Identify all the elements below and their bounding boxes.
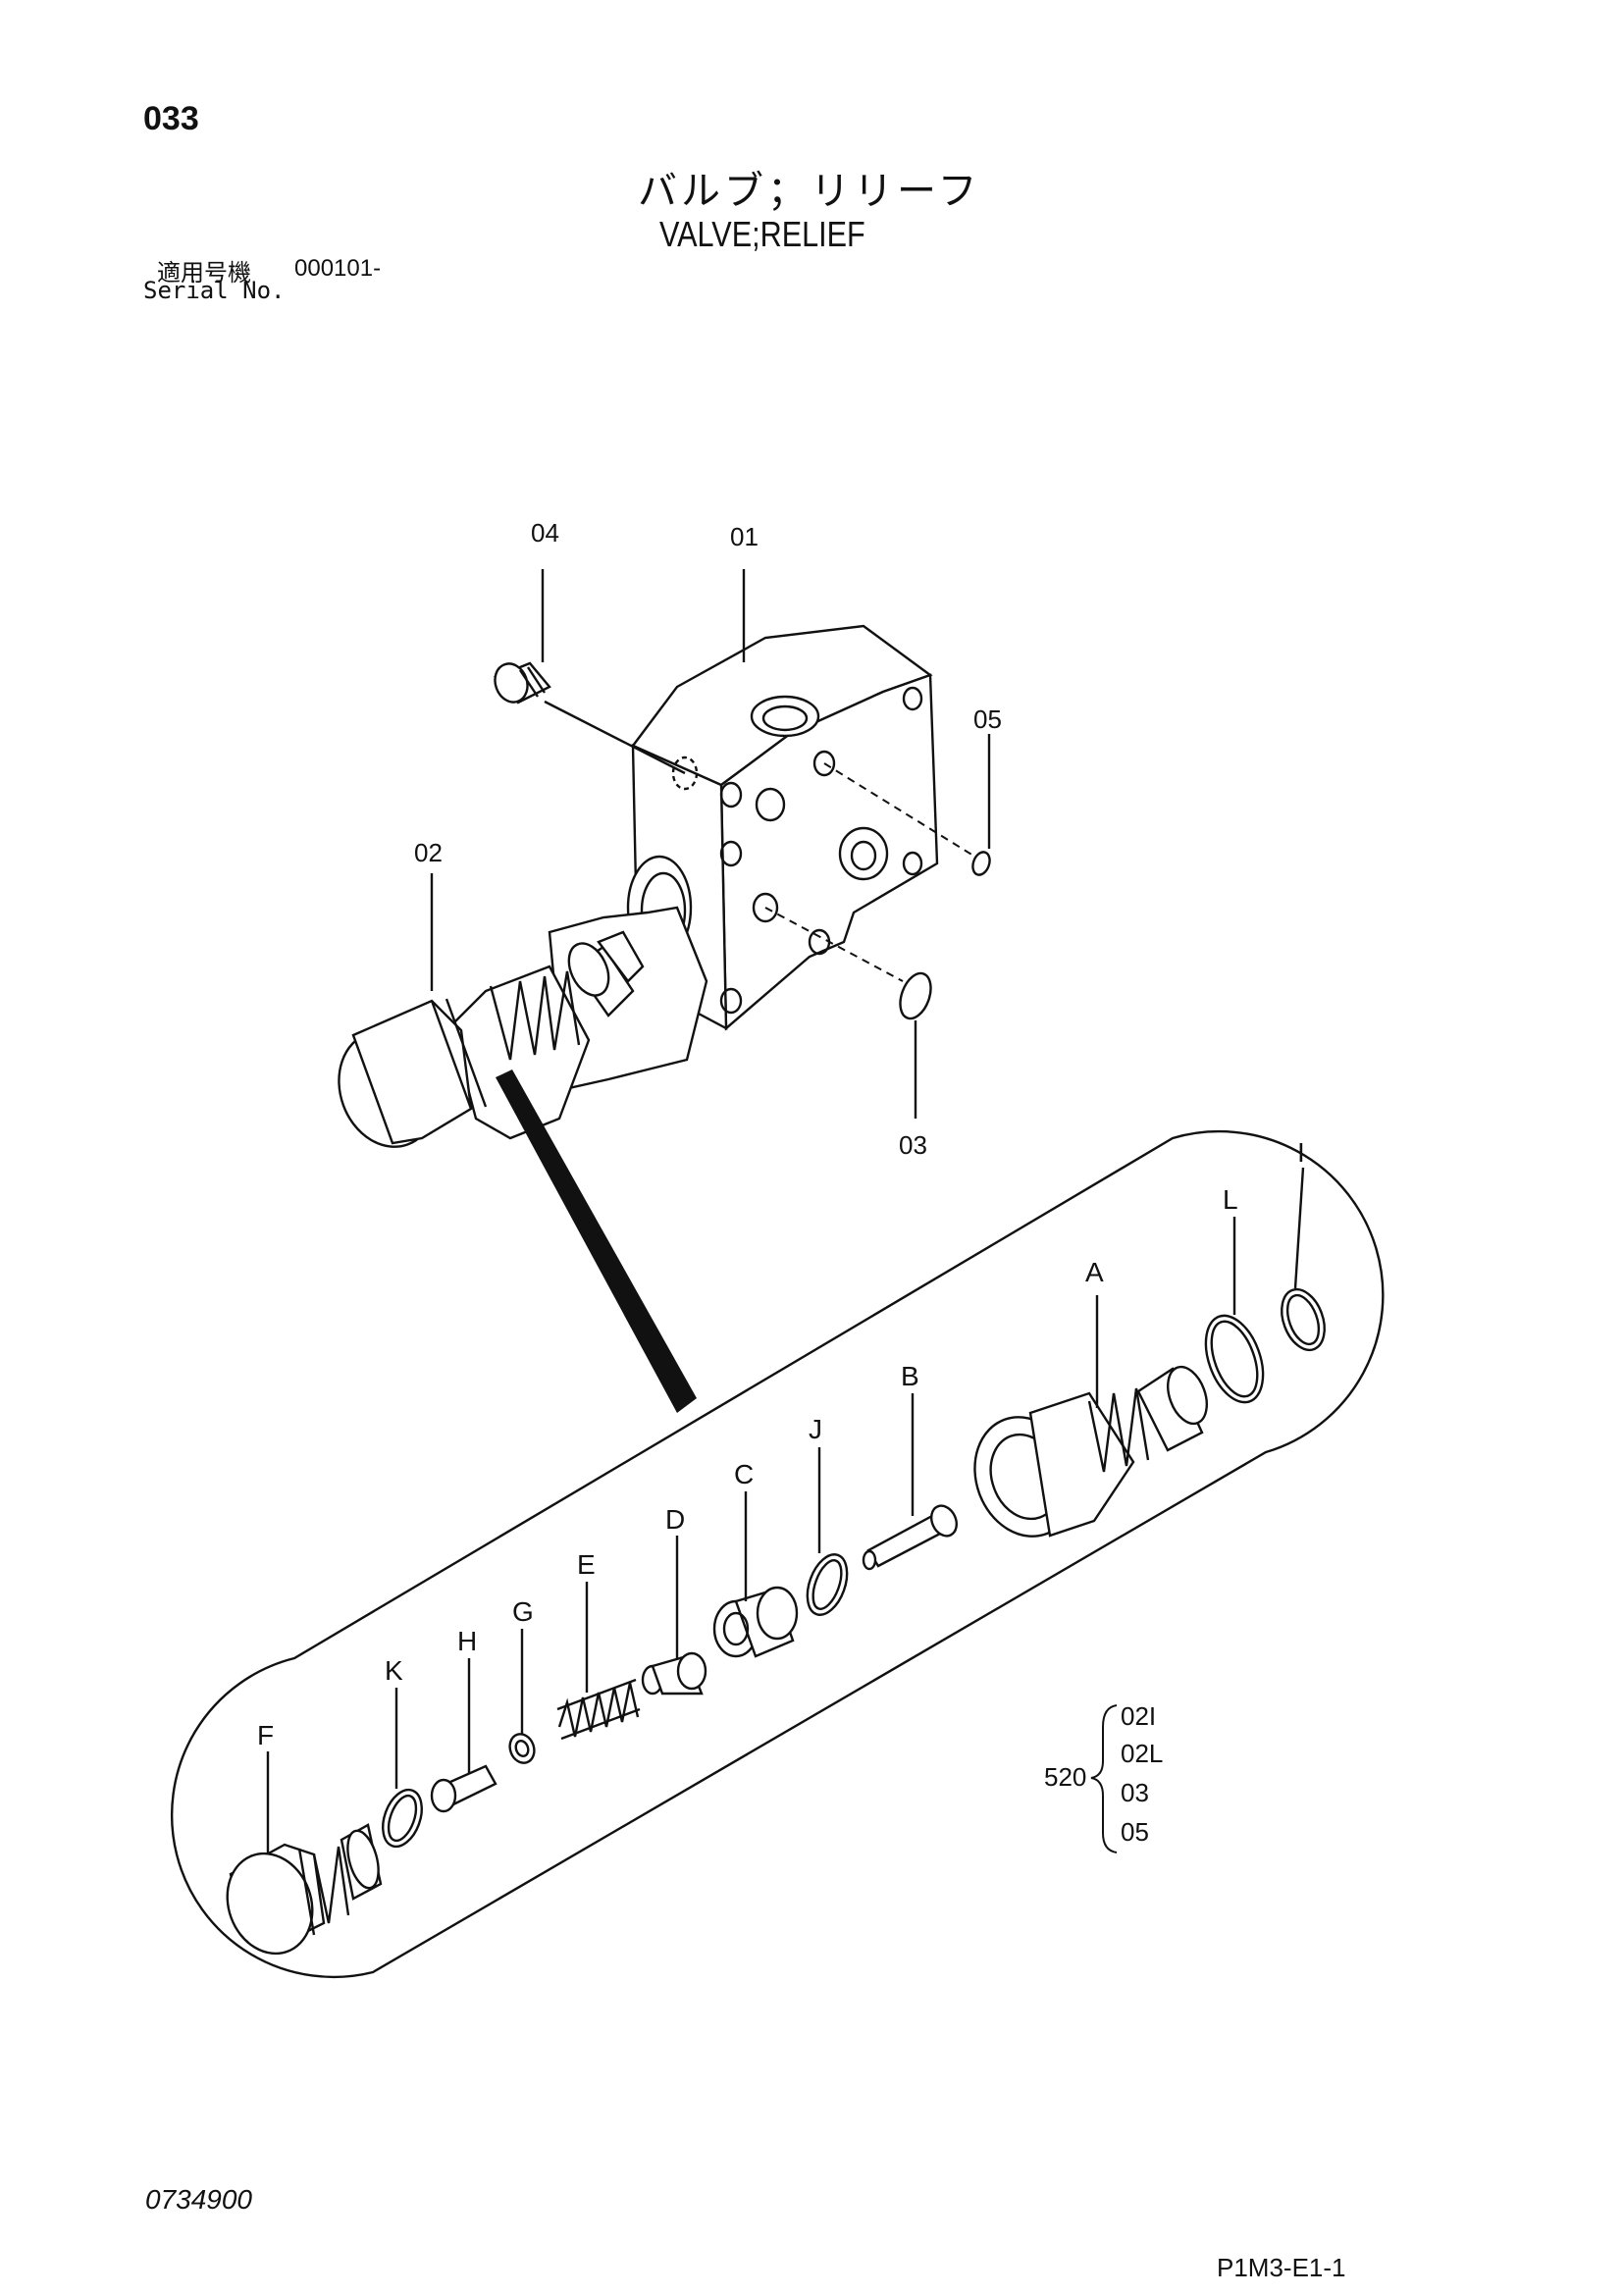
part-J-o-ring [806,1553,849,1616]
callout-02: 02 [414,838,443,867]
leader-I [1293,1167,1305,1289]
callout-D: D [665,1504,685,1535]
part-E-spring [556,1678,641,1741]
callout-01: 01 [730,522,759,551]
callout-C: C [734,1459,754,1489]
kit-code: 520 [1044,1762,1086,1792]
part-05-o-ring [971,851,991,876]
leader-03-to-body [764,907,904,982]
part-K-o-ring [382,1788,423,1849]
kit-item: 05 [1121,1817,1149,1847]
callout-04: 04 [531,518,559,548]
callout-G: G [512,1596,534,1627]
callout-A: A [1085,1257,1104,1287]
drawing-number: 0734900 [145,2184,253,2215]
title-english: VALVE;RELIEF [659,214,865,254]
callout-03: 03 [899,1130,927,1160]
serial-label-english: Serial No. [143,277,286,304]
part-B-poppet [862,1504,959,1571]
kit-item: 03 [1121,1778,1149,1807]
kit-item: 02I [1121,1701,1156,1731]
part-03-o-ring [899,971,932,1020]
part-G-washer [508,1733,536,1764]
callout-J: J [809,1414,822,1444]
page-code: P1M3-E1-1 [1217,2253,1346,2282]
callout-I: I [1297,1137,1305,1168]
part-H-piston [430,1764,497,1813]
page-number: 033 [143,100,199,137]
callout-H: H [457,1626,477,1656]
callout-E: E [577,1549,596,1580]
serial-value: 000101- [294,255,382,282]
exploded-view-capsule [170,1129,1385,1979]
detail-pointer-wedge [496,1070,697,1413]
callout-05: 05 [973,704,1002,734]
leader-04-to-body [544,700,686,775]
callout-K: K [385,1655,403,1686]
kit-520-bracket: 520 02I 02L 03 05 [1044,1701,1163,1853]
part-F-plug [226,1823,383,1956]
part-D-poppet [641,1651,707,1696]
part-C-seat [712,1586,799,1658]
callout-B: B [901,1361,919,1391]
part-L-o-ring [1204,1314,1265,1404]
title-japanese: バルブ；リリーフ [638,169,981,214]
leader-05-to-body [823,762,974,857]
kit-item: 02L [1121,1739,1163,1768]
part-02-relief-cartridge [338,906,708,1148]
part-04-plug [493,661,551,704]
callout-L: L [1223,1184,1238,1215]
part-A-cartridge-body [973,1365,1208,1538]
serial-label-japanese: 適用号機 [157,259,251,287]
part-I-o-ring [1281,1287,1326,1352]
callout-F: F [257,1720,274,1750]
